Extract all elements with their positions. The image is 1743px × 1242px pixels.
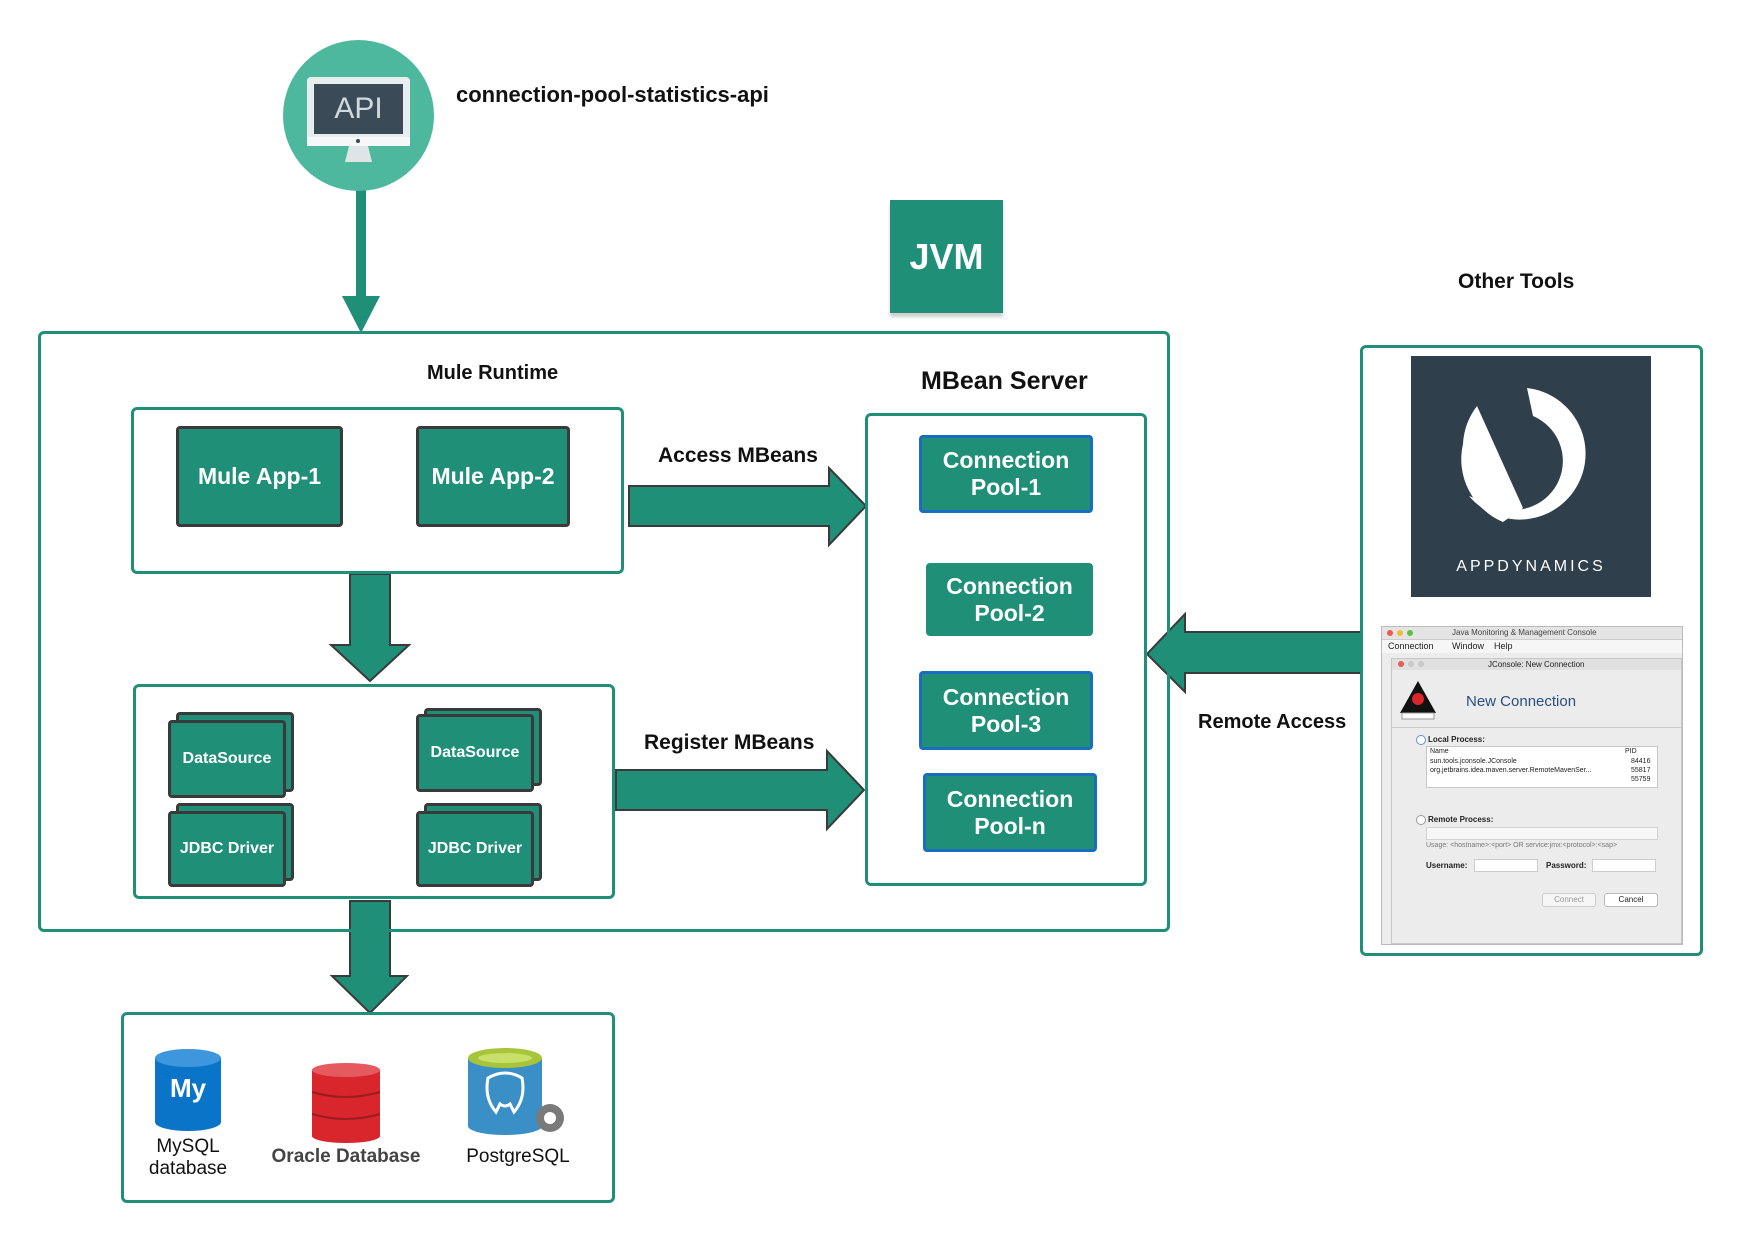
mule-app-1[interactable]: Mule App-1 <box>176 426 343 527</box>
password-input[interactable] <box>1592 859 1656 872</box>
proc-3-pid: 55759 <box>1631 776 1651 783</box>
jconsole-titlebar: Java Monitoring & Management Console <box>1382 627 1682 640</box>
mysql-icon: My <box>153 1048 223 1132</box>
zoom-dot-icon[interactable] <box>1407 630 1413 636</box>
menu-window[interactable]: Window <box>1452 641 1485 651</box>
appdynamics-logo: APPDYNAMICS <box>1411 356 1651 597</box>
api-to-runtime-arrow <box>342 190 380 333</box>
postgresql-icon <box>468 1048 564 1135</box>
close-dot-icon[interactable] <box>1387 630 1393 636</box>
api-icon: API <box>283 40 434 191</box>
mysql-icon-text: My <box>169 1073 207 1103</box>
connect-button[interactable]: Connect <box>1542 893 1596 907</box>
oracle-label: Oracle Database <box>271 1146 421 1167</box>
remote-process-input[interactable] <box>1426 827 1658 840</box>
connection-pool-2[interactable]: Connection Pool-2 <box>926 563 1093 636</box>
jconsole-window: Java Monitoring & Management Console Con… <box>1381 626 1683 945</box>
remote-access-arrow <box>1145 611 1363 695</box>
username-label: Username: <box>1426 861 1468 870</box>
dialog-title: JConsole: New Connection <box>1488 660 1585 669</box>
proc-1-name: sun.tools.jconsole.JConsole <box>1430 758 1517 765</box>
apps-to-datasources-arrow <box>328 573 412 683</box>
remote-process-radio[interactable] <box>1416 815 1426 825</box>
jvm-container <box>38 331 1170 932</box>
appdynamics-mark-icon <box>1461 388 1586 522</box>
remote-access-label: Remote Access <box>1198 711 1347 733</box>
datasource-stack-2: DataSource <box>416 708 542 792</box>
jconsole-menubar: Connection Window Help <box>1382 640 1682 653</box>
process-table[interactable]: Name PID sun.tools.jconsole.JConsole 844… <box>1426 746 1658 788</box>
datasource-1[interactable]: DataSource <box>168 720 286 798</box>
minimize-dot-icon[interactable] <box>1397 630 1403 636</box>
jdbc-driver-1[interactable]: JDBC Driver <box>168 811 286 887</box>
proc-2-pid: 55817 <box>1631 767 1651 774</box>
register-mbeans-label: Register MBeans <box>644 731 815 754</box>
access-mbeans-arrow <box>628 465 868 548</box>
usage-hint: Usage: <hostname>:<port> OR service:jmx:… <box>1426 842 1618 849</box>
appdynamics-wordmark: APPDYNAMICS <box>1456 558 1606 575</box>
jdbc-driver-2[interactable]: JDBC Driver <box>416 811 534 887</box>
driver-stack-2: JDBC Driver <box>416 803 542 887</box>
password-label: Password: <box>1546 861 1587 870</box>
other-tools-title: Other Tools <box>1458 270 1575 293</box>
api-title: connection-pool-statistics-api <box>456 82 769 107</box>
postgresql-label: PostgreSQL <box>466 1146 570 1167</box>
cancel-button[interactable]: Cancel <box>1604 893 1658 907</box>
api-icon-text: API <box>334 92 383 125</box>
remote-process-label: Remote Process: <box>1428 815 1494 824</box>
mbean-server-title: MBean Server <box>921 367 1088 395</box>
local-process-label: Local Process: <box>1428 735 1485 744</box>
new-connection-heading: New Connection <box>1466 693 1577 710</box>
menu-connection[interactable]: Connection <box>1388 641 1434 651</box>
username-input[interactable] <box>1474 859 1538 872</box>
proc-2-name: org.jetbrains.idea.maven.server.RemoteMa… <box>1430 767 1592 774</box>
dialog-min-dot-icon <box>1408 661 1414 667</box>
oracle-database-icon <box>311 1063 381 1143</box>
mule-runtime-title: Mule Runtime <box>427 362 559 384</box>
driver-stack-1: JDBC Driver <box>168 803 294 887</box>
col-name: Name <box>1430 748 1449 755</box>
access-mbeans-label: Access MBeans <box>658 444 818 467</box>
dialog-titlebar: JConsole: New Connection <box>1392 659 1681 670</box>
duke-mascot-icon <box>1400 681 1436 720</box>
local-process-radio[interactable] <box>1416 735 1426 745</box>
datasource-2[interactable]: DataSource <box>416 714 534 792</box>
dialog-close-dot-icon[interactable] <box>1398 661 1404 667</box>
mule-app-2[interactable]: Mule App-2 <box>416 426 570 527</box>
connection-pool-3[interactable]: Connection Pool-3 <box>919 671 1093 750</box>
menu-help[interactable]: Help <box>1494 641 1513 651</box>
connection-pool-n[interactable]: Connection Pool-n <box>923 773 1097 852</box>
col-pid: PID <box>1625 748 1637 755</box>
connection-pool-1[interactable]: Connection Pool-1 <box>919 435 1093 513</box>
register-mbeans-arrow <box>615 748 866 832</box>
jconsole-window-title: Java Monitoring & Management Console <box>1452 628 1597 637</box>
jconsole-dialog: JConsole: New Connection New Connection … <box>1391 658 1682 944</box>
heading-divider <box>1392 727 1681 728</box>
proc-1-pid: 84416 <box>1631 758 1651 765</box>
datasource-stack-1: DataSource <box>168 712 294 798</box>
jvm-badge: JVM <box>890 200 1003 313</box>
dialog-zoom-dot-icon <box>1418 661 1424 667</box>
mysql-label: MySQL database <box>148 1136 228 1179</box>
